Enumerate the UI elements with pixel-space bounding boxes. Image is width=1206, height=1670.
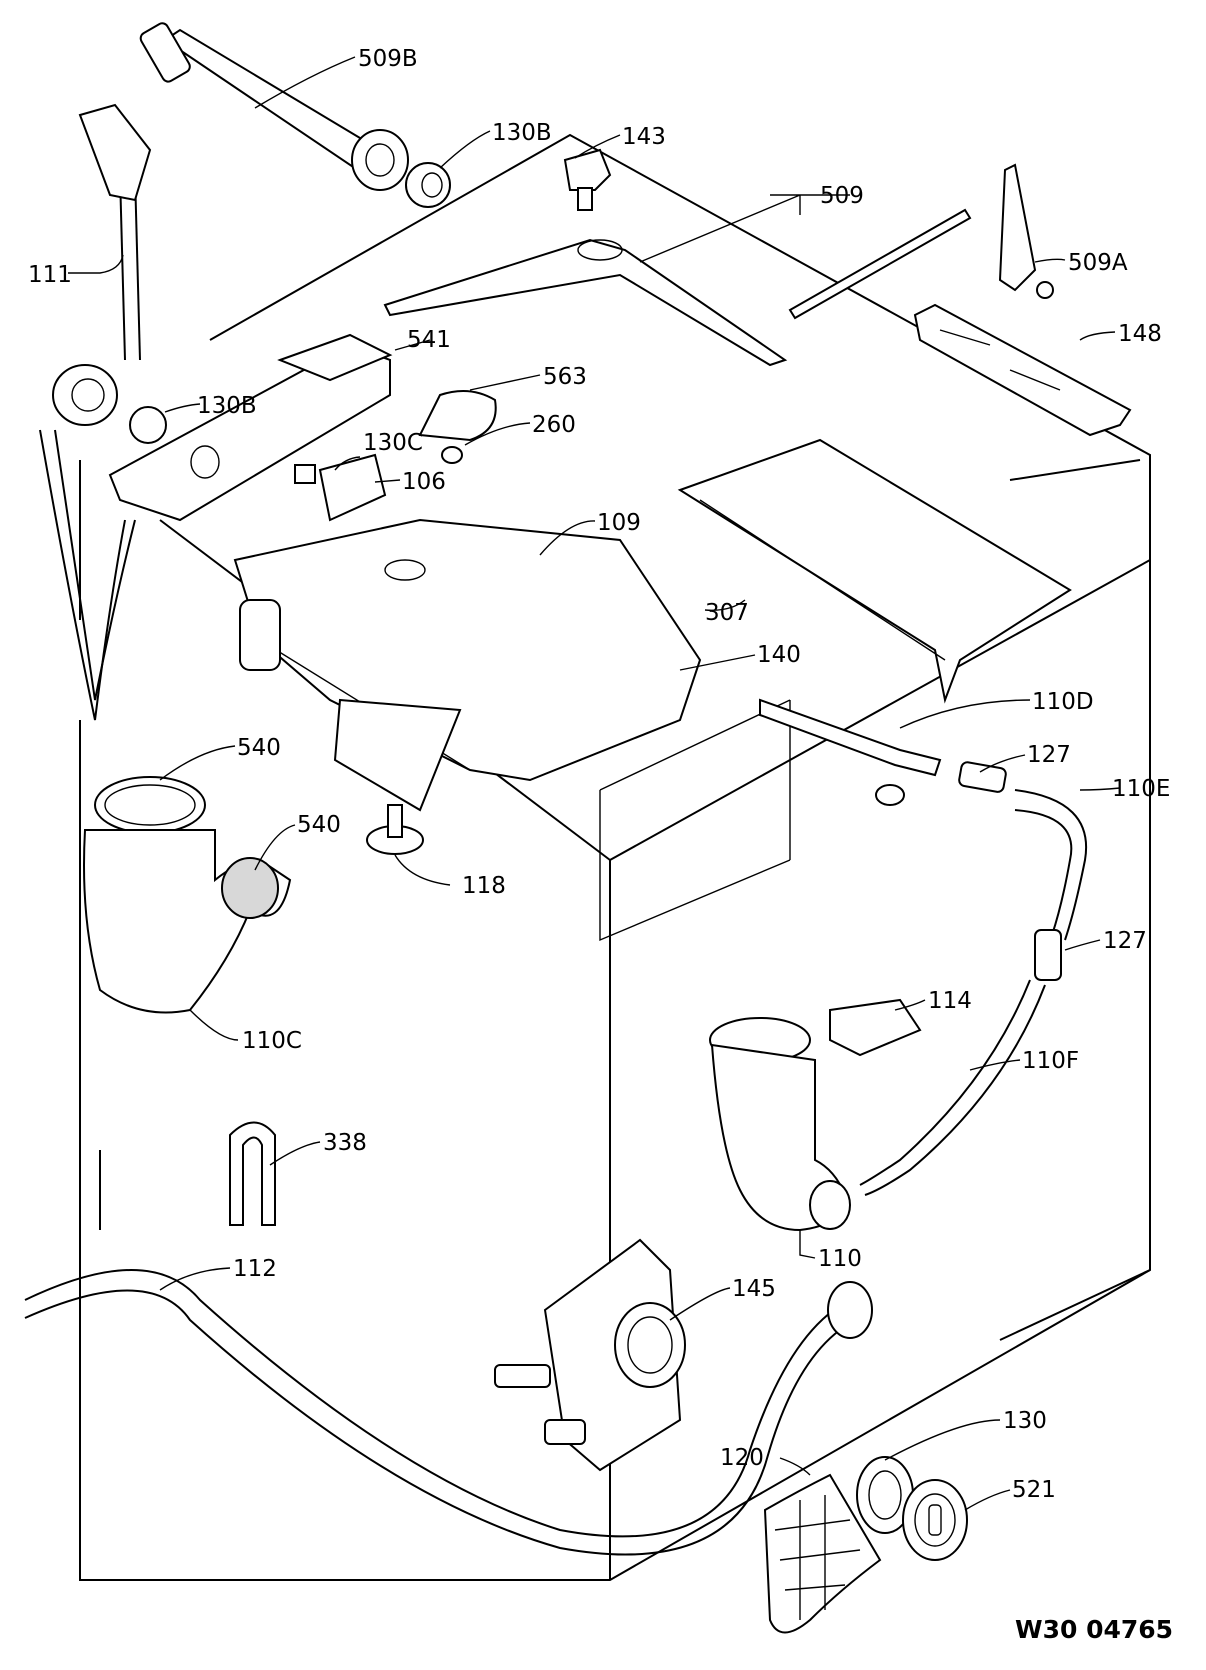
callout-307: 307	[705, 600, 749, 626]
callout-127-top: 127	[1027, 742, 1071, 768]
callout-110E: 110E	[1112, 776, 1170, 802]
callout-540-mid: 540	[297, 812, 341, 838]
callout-127-mid: 127	[1103, 928, 1147, 954]
part-338-clip	[229, 1121, 276, 1226]
part-541-valve-bracket	[108, 333, 393, 522]
callout-labels: 509B 130B 143 509 111 509A 541 148 563 1…	[28, 46, 1170, 1503]
part-143-knob	[563, 148, 612, 211]
callout-110C: 110C	[242, 1028, 302, 1054]
part-148-tray	[913, 303, 1132, 437]
part-110-sump	[709, 1017, 851, 1232]
callout-106: 106	[402, 469, 446, 495]
callout-140: 140	[757, 642, 801, 668]
callout-509A: 509A	[1068, 250, 1128, 276]
part-110F-hose	[859, 979, 1046, 1196]
part-260-spring	[441, 446, 463, 464]
callout-541: 541	[407, 327, 451, 353]
callout-109: 109	[597, 510, 641, 536]
part-509A-lever	[998, 163, 1054, 299]
part-127-coupling-mid	[1034, 929, 1062, 981]
part-109-dispenser-housing	[233, 518, 702, 812]
part-111-inlet-hose	[39, 103, 152, 721]
part-563-cam	[418, 390, 497, 442]
part-127-coupling-top	[958, 761, 1007, 793]
callout-540-top: 540	[237, 735, 281, 761]
callout-110: 110	[818, 1246, 862, 1272]
callout-145: 145	[732, 1276, 776, 1302]
part-110D-hose	[759, 698, 942, 806]
callout-130C: 130C	[363, 430, 423, 456]
callout-509: 509	[820, 183, 864, 209]
part-130C-106-clip	[294, 453, 387, 522]
callout-521: 521	[1012, 1477, 1056, 1503]
callout-114: 114	[928, 988, 972, 1014]
leader-lines	[68, 56, 1121, 1511]
callout-111: 111	[28, 262, 72, 288]
callout-130: 130	[1003, 1408, 1047, 1434]
part-114-bracket	[829, 998, 922, 1057]
callout-563: 563	[543, 364, 587, 390]
callout-112: 112	[233, 1256, 277, 1282]
part-130B-nut-top	[405, 162, 451, 208]
part-112-drain-hose	[24, 1269, 873, 1556]
callout-110F: 110F	[1022, 1048, 1079, 1074]
callout-130B-mid: 130B	[197, 393, 257, 419]
part-145-pump	[494, 1238, 686, 1472]
callout-338: 338	[323, 1130, 367, 1156]
callout-118: 118	[462, 873, 506, 899]
part-540-sump-hose	[83, 776, 292, 1014]
callout-148: 148	[1118, 321, 1162, 347]
part-118-rotor	[366, 804, 424, 855]
callout-120: 120	[720, 1445, 764, 1471]
part-110E-hose	[1014, 789, 1088, 941]
callout-130B-top: 130B	[492, 120, 552, 146]
part-130B-nut-mid	[129, 406, 167, 444]
part-509-lever	[383, 208, 972, 367]
part-509B-hose	[139, 22, 409, 191]
callout-143: 143	[622, 124, 666, 150]
callout-260: 260	[532, 412, 576, 438]
callout-509B: 509B	[358, 46, 418, 72]
part-307-drawer	[677, 438, 1072, 704]
part-120-filter	[763, 1473, 882, 1634]
callout-110D: 110D	[1032, 689, 1094, 715]
drawing-code: W30 04765	[1015, 1615, 1173, 1644]
part-521-seal	[902, 1479, 968, 1561]
